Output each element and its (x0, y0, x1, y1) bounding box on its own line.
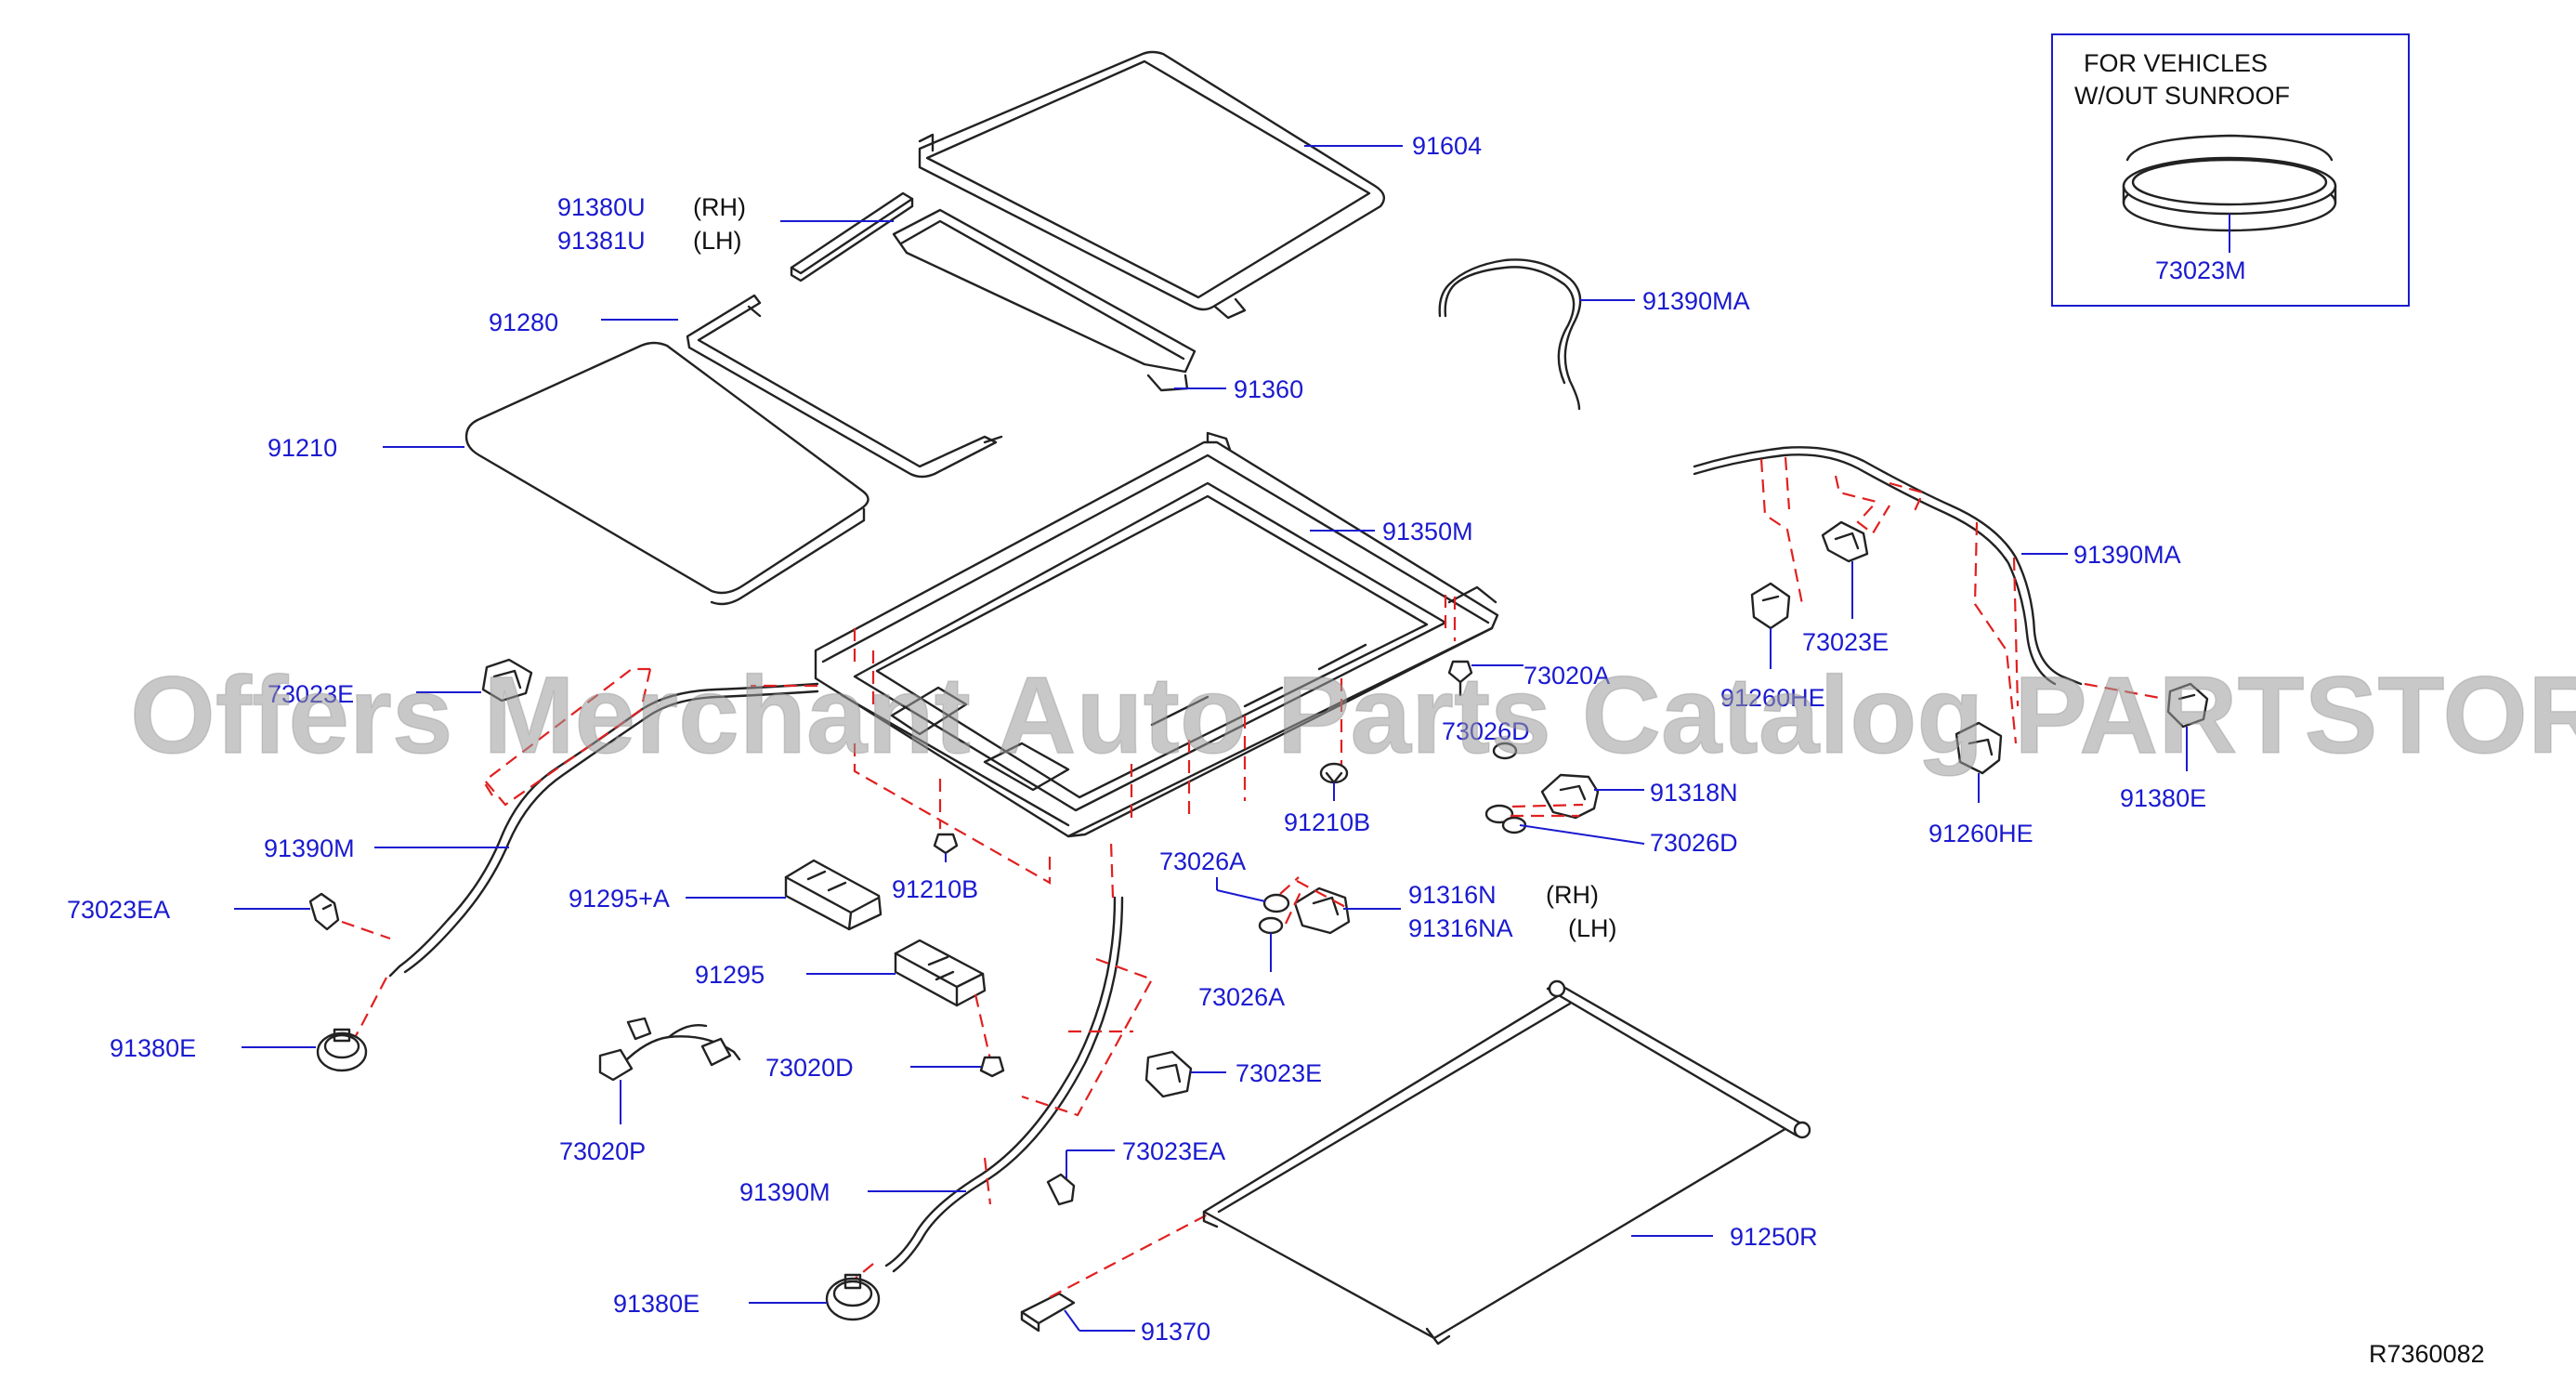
label-73020P: 73020P (559, 1137, 646, 1165)
grommet-bottom (825, 1273, 881, 1321)
label-91295: 91295 (695, 961, 765, 989)
drain-hose-top (1438, 258, 1582, 411)
label-73026D-top: 73026D (1442, 717, 1530, 745)
sunroof-frame (814, 431, 1499, 838)
label-91390MA-top: 91390MA (1642, 287, 1750, 315)
label-91260HE: 91260HE (1929, 820, 2033, 847)
hose-clip-left (481, 658, 533, 703)
center-drain-hose (884, 896, 1124, 1273)
hose-clip-right (1821, 520, 1869, 563)
drain-hose-right (1693, 446, 2083, 686)
label-91380U-side: (RH) (693, 193, 746, 221)
label-73020A: 73020A (1523, 662, 1610, 690)
pin-91210B-left (933, 833, 959, 855)
sunshade-clip (1020, 1292, 1076, 1333)
bracket-91316N (1293, 886, 1351, 935)
label-91390M-mid: 91390M (739, 1178, 830, 1206)
label-91210B-right: 91210B (1284, 808, 1370, 836)
label-91280: 91280 (489, 309, 558, 336)
label-73023E-left: 73023E (268, 680, 354, 708)
washer-73026A-bottom (1258, 916, 1284, 935)
label-91380U: 91380U (557, 193, 646, 221)
bracket-91318N (1540, 773, 1600, 820)
hose-clip-mid (1144, 1050, 1193, 1098)
label-73023E-mid: 73023E (1236, 1059, 1322, 1087)
label-91210: 91210 (268, 434, 337, 462)
label-91390MA-right: 91390MA (2073, 541, 2181, 569)
screw-73020D (979, 1056, 1005, 1078)
label-91370: 91370 (1141, 1318, 1210, 1346)
inset-box: FOR VEHICLES W/OUT SUNROOF 73023M (2051, 33, 2410, 307)
label-73020D: 73020D (765, 1054, 854, 1082)
screw-73020A (1447, 660, 1473, 697)
glass-seal (686, 294, 1003, 479)
label-91318N: 91318N (1650, 779, 1738, 807)
label-91380E-left: 91380E (110, 1034, 196, 1062)
watermark-text: Offers Merchant Auto Parts Catalog PARTS… (130, 654, 2576, 777)
clip-91260HE (1955, 721, 2003, 775)
label-91604: 91604 (1412, 132, 1482, 160)
label-73026D: 73026D (1650, 829, 1738, 857)
clip-73023EA-left (308, 892, 340, 931)
label-73023E-right: 73023E (1802, 628, 1889, 656)
washer-upper (1492, 742, 1518, 760)
label-91381U-side: (LH) (693, 227, 742, 255)
deflector-strip (790, 191, 914, 282)
grommet-right (2166, 682, 2209, 729)
label-73026A-top: 73026A (1159, 847, 1246, 875)
inset-title-line2: W/OUT SUNROOF (2074, 82, 2290, 110)
label-91316NA: 91316NA (1408, 914, 1513, 942)
label-91380E-bottom: 91380E (613, 1290, 700, 1318)
label-91316N-side: (RH) (1546, 881, 1599, 909)
label-91350M: 91350M (1382, 518, 1473, 545)
frame-dash-lines (853, 595, 1457, 885)
label-91390M-left: 91390M (264, 834, 355, 862)
label-91360: 91360 (1234, 375, 1303, 403)
washer-73026A-top (1262, 893, 1290, 913)
label-73023EA-left: 73023EA (67, 896, 170, 924)
label-91316N: 91316N (1408, 881, 1497, 909)
label-91381U: 91381U (557, 227, 646, 255)
label-91380E-right: 91380E (2120, 784, 2206, 812)
clip-91260HE-upper (1750, 582, 1791, 630)
label-91295A: 91295+A (569, 885, 670, 913)
label-91250R: 91250R (1730, 1223, 1818, 1251)
sunroof-glass-panel (918, 50, 1386, 320)
label-91210B-left: 91210B (892, 875, 978, 903)
sunshade-roller (1202, 979, 1811, 1346)
label-73026A-bottom: 73026A (1198, 983, 1285, 1011)
label-73023EA-mid: 73023EA (1122, 1137, 1225, 1165)
sunroof-glass (464, 341, 870, 606)
sunroof-motor-a (784, 859, 883, 931)
label-91316NA-side: (LH) (1568, 914, 1617, 942)
grommet-left (316, 1028, 368, 1072)
cover-plug-icon (2122, 134, 2337, 232)
diagram-reference: R7360082 (2369, 1340, 2485, 1368)
label-91260HE-top: 91260HE (1720, 684, 1825, 712)
washer-lower (1484, 804, 1527, 834)
inset-title-line1: FOR VEHICLES (2084, 49, 2268, 77)
label-73023M: 73023M (2155, 256, 2246, 284)
sunroof-motor (894, 939, 987, 1007)
wire-harness (598, 1017, 741, 1082)
clip-73023EA-mid (1046, 1173, 1076, 1206)
